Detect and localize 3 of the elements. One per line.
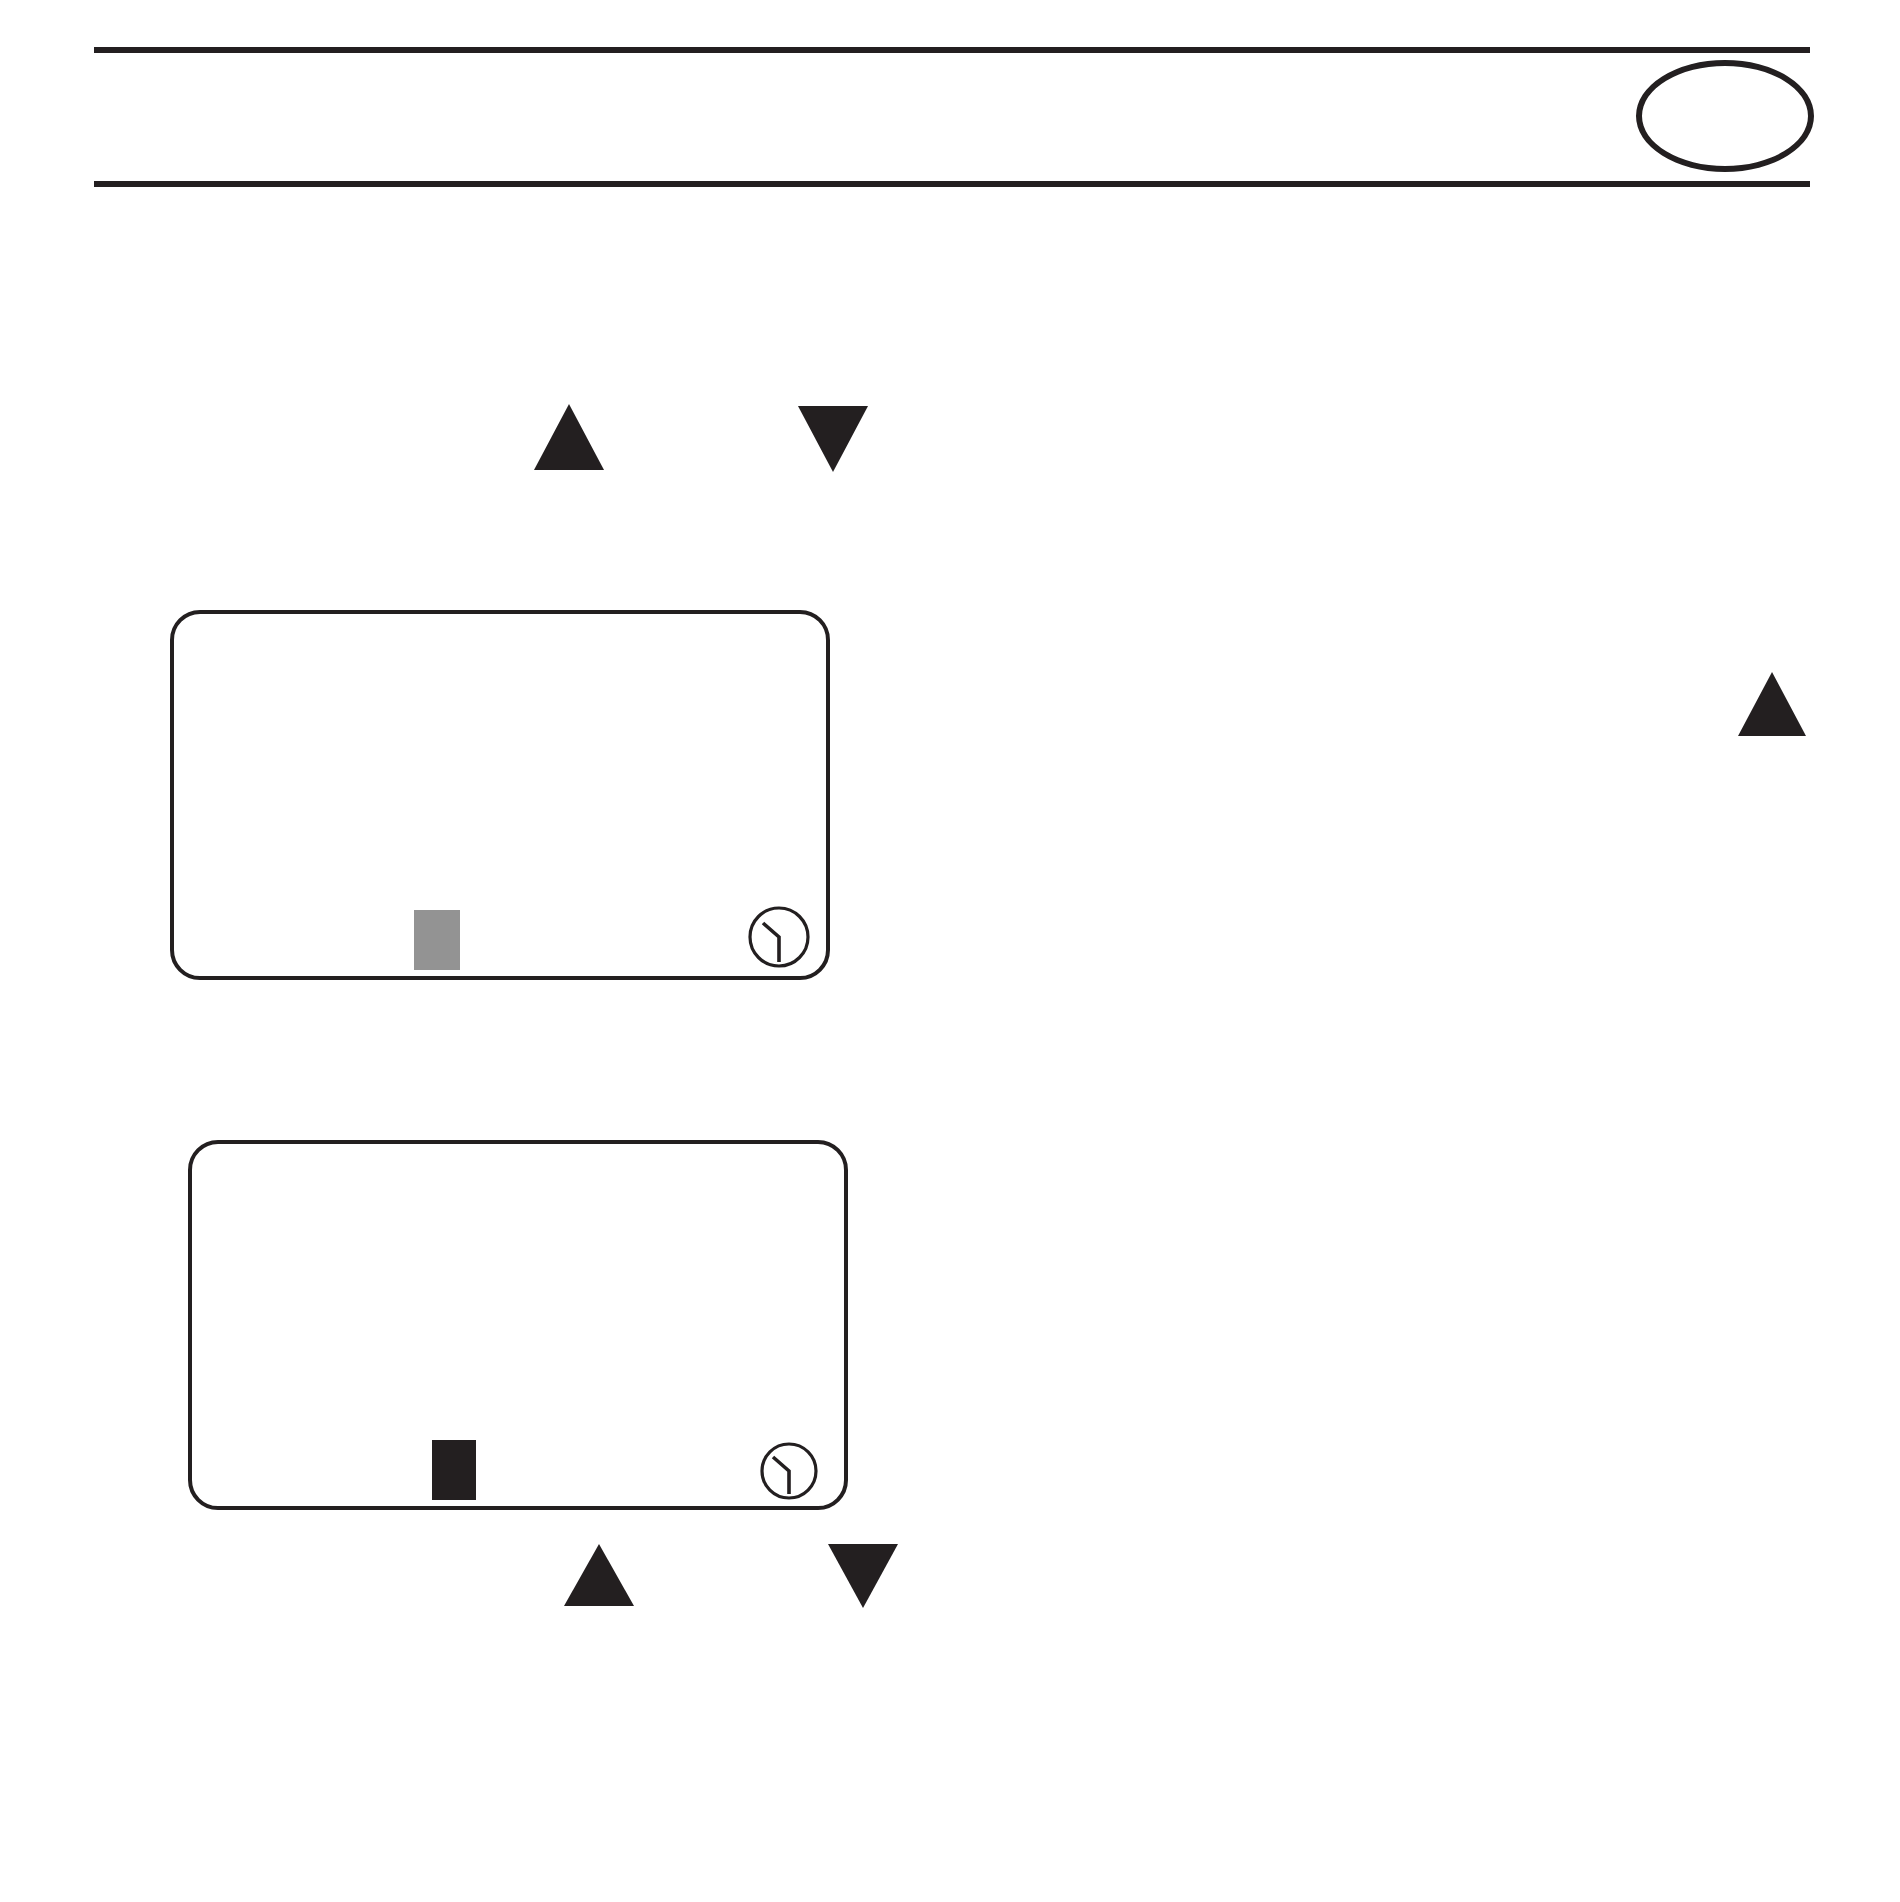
- display-screen: [188, 1140, 848, 1510]
- oval-badge: [1636, 60, 1814, 172]
- display-screen: [170, 610, 830, 980]
